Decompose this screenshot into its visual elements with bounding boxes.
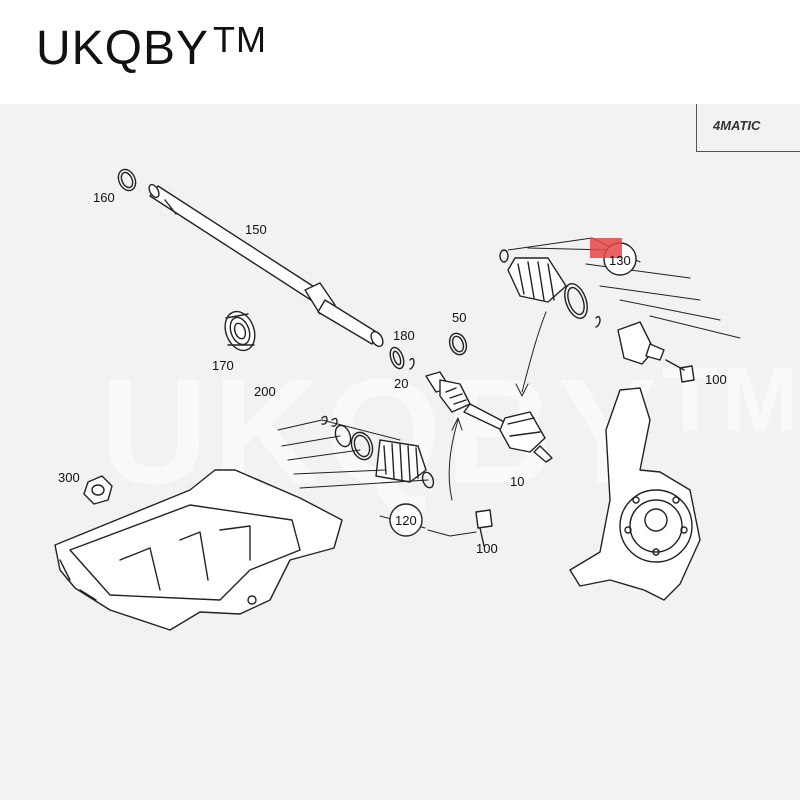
callout-300: 300 (58, 470, 80, 485)
4matic-badge-text: 4MATIC (713, 118, 761, 133)
highlight-marker (590, 238, 622, 258)
callout-20: 20 (394, 376, 408, 391)
part-160-ring (117, 168, 137, 192)
callout-10: 10 (510, 474, 524, 489)
part-200-ring-set (321, 415, 374, 461)
brand-name: UKQBY (36, 22, 210, 75)
callout-100-right: 100 (705, 372, 727, 387)
callout-50: 50 (452, 310, 466, 325)
part-180-ring (389, 346, 405, 370)
callout-130: 130 (609, 253, 631, 268)
callout-180: 180 (393, 328, 415, 343)
callout-120-circle (389, 503, 423, 537)
steering-knuckle (569, 387, 701, 601)
4matic-badge: 4MATIC (696, 104, 800, 152)
oil-pan (54, 469, 343, 631)
part-10-driveshaft (425, 371, 553, 463)
part-20-clip (409, 357, 415, 370)
part-50-ring (448, 332, 468, 356)
part-100-bolt-lower (475, 509, 493, 547)
part-130-boot-kit (499, 249, 665, 365)
callout-120: 120 (395, 513, 417, 528)
part-150-shaft (148, 183, 384, 348)
part-200-leader-lines (277, 419, 429, 489)
brand-trademark: TM (213, 19, 268, 60)
callout-160: 160 (93, 190, 115, 205)
part-170-bearing (224, 310, 256, 352)
callout-150: 150 (245, 222, 267, 237)
part-300-nut (83, 475, 113, 505)
callout-100-lower: 100 (476, 541, 498, 556)
callout-200: 200 (254, 384, 276, 399)
callout-170: 170 (212, 358, 234, 373)
part-100-bolt-right (665, 359, 695, 383)
